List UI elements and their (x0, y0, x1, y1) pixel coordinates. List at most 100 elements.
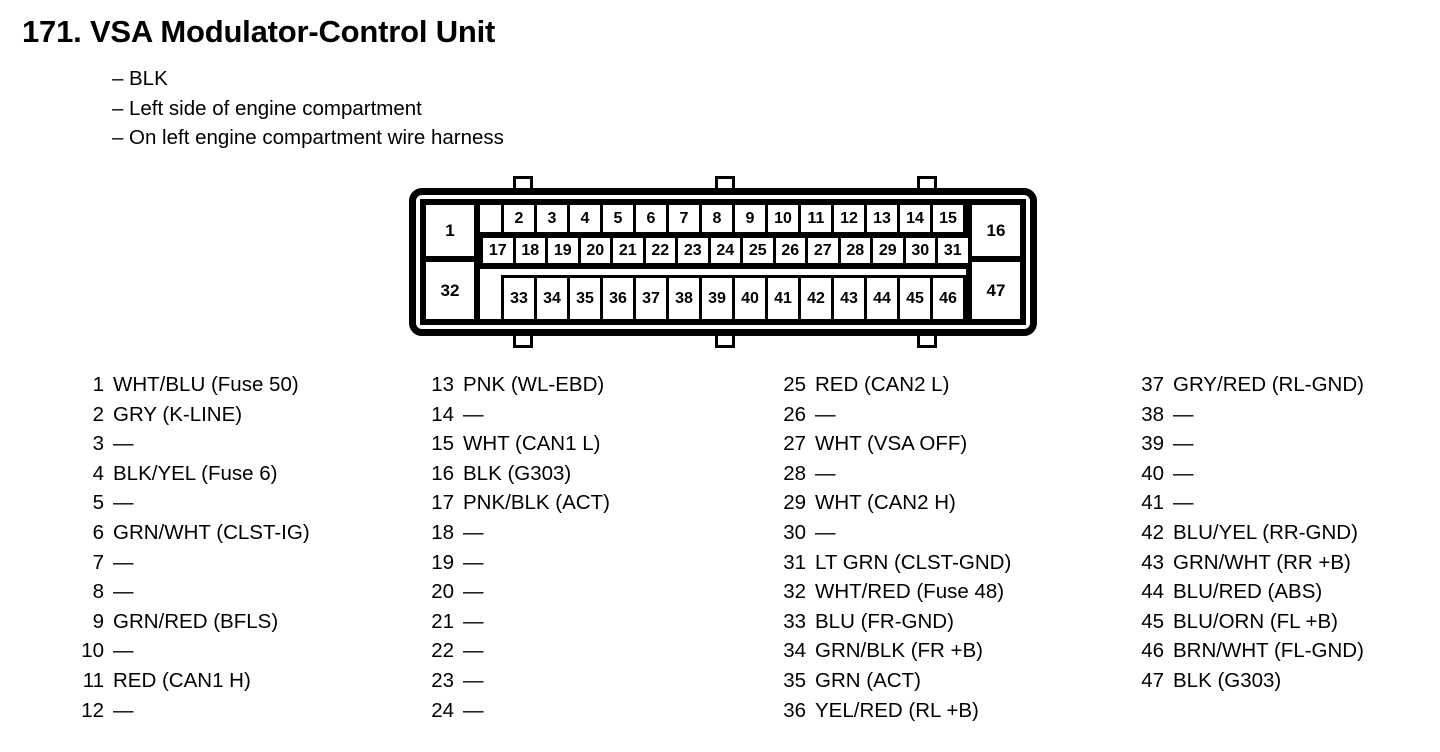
pin-list-item: 41 — (1138, 488, 1364, 518)
pin-list-item: 2 GRY (K-LINE) (78, 400, 310, 430)
connector-pin-20: 20 (577, 235, 613, 266)
connector-pin-5: 5 (600, 202, 636, 235)
spec-bullet-label: Left side of engine compartment (129, 96, 422, 120)
spec-bullet-list: –BLK–Left side of engine compartment–On … (112, 64, 504, 153)
pin-description: PNK/BLK (ACT) (463, 491, 610, 515)
pin-list-item: 15 WHT (CAN1 L) (428, 429, 610, 459)
pin-number: 14 (431, 402, 454, 426)
pin-description: — (1173, 432, 1194, 456)
pin-number: 42 (1141, 520, 1164, 544)
pin-description: GRY (K-LINE) (113, 402, 243, 426)
pin-number: 45 (1141, 609, 1164, 633)
pin-description: — (113, 698, 134, 722)
pin-list-item: 45 BLU/ORN (FL +B) (1138, 607, 1364, 637)
connector-pin-18: 18 (512, 235, 548, 266)
pin-number: 1 (92, 373, 104, 396)
pin-number: 41 (1141, 491, 1164, 515)
pin-description: LT GRN (CLST-GND) (815, 550, 1012, 574)
pin-number: 47 (1141, 668, 1164, 692)
connector-pin-10: 10 (765, 202, 801, 235)
pin-number: 34 (783, 639, 806, 663)
pin-description: GRN/WHT (CLST-IG) (113, 520, 310, 544)
pin-description: RED (CAN2 L) (815, 373, 950, 396)
spec-bullet-label: BLK (129, 67, 168, 90)
connector-pin-24: 24 (707, 235, 743, 266)
pin-description: — (463, 520, 484, 544)
connector-pin-23: 23 (675, 235, 711, 266)
pin-number: 3 (92, 432, 104, 456)
spec-bullet: –BLK (112, 64, 504, 94)
pin-number: 24 (431, 698, 454, 722)
pin-description: WHT (CAN1 L) (463, 432, 601, 456)
pin-number: 40 (1141, 461, 1164, 485)
pin-list-item: 22— (428, 636, 610, 666)
pin-description: BLK (G303) (1173, 668, 1282, 692)
pin-list-item: 20— (428, 577, 610, 607)
pin-number: 12 (81, 698, 104, 722)
pin-description: — (463, 698, 484, 722)
connector-pin-33: 33 (501, 275, 537, 322)
pin-number: 33 (783, 609, 806, 633)
connector-pin-26: 26 (772, 235, 808, 266)
connector-pin-41: 41 (765, 275, 801, 322)
pin-description: — (113, 639, 134, 663)
pin-description: — (113, 580, 134, 604)
pin-list-item: 24 — (428, 696, 610, 726)
pin-list-item: 3— (78, 429, 310, 459)
connector-pin-25: 25 (740, 235, 776, 266)
pin-number: 9 (92, 609, 104, 633)
pin-number: 19 (431, 550, 454, 574)
pin-description: GRY/RED (RL-GND) (1173, 373, 1364, 396)
pin-description: — (463, 609, 484, 633)
pin-description: WHT/RED (Fuse 48) (815, 580, 1005, 604)
pin-description: GRN (ACT) (815, 668, 921, 692)
pin-list-item: 40— (1138, 459, 1364, 489)
pin-description: — (1173, 402, 1194, 426)
pin-number: 2 (92, 402, 104, 426)
connector-pin-22: 22 (642, 235, 678, 266)
connector-pin-44: 44 (864, 275, 900, 322)
pin-description: — (113, 550, 134, 574)
pin-number: 37 (1141, 373, 1164, 396)
spec-bullet: –On left engine compartment wire harness (112, 123, 504, 153)
pin-list-item: 23— (428, 666, 610, 696)
connector-tab-bottom (917, 332, 937, 348)
pin-description: BLK/YEL (Fuse 6) (113, 461, 278, 485)
pin-description: PNK (WL-EBD) (463, 373, 605, 396)
pin-number: 18 (431, 520, 454, 544)
pin-number: 16 (431, 461, 454, 485)
pin-description: — (1173, 491, 1194, 515)
pin-number: 4 (92, 461, 104, 485)
pin-number: 15 (431, 432, 454, 456)
bullet-dash-icon: – (112, 67, 124, 90)
spec-bullet-label: On left engine compartment wire harness (129, 126, 504, 149)
page-title: 171. VSA Modulator-Control Unit (22, 14, 496, 49)
pin-number: 23 (431, 668, 454, 692)
bullet-dash-icon: – (112, 96, 124, 120)
connector-pin-14: 14 (897, 202, 933, 235)
pin-number: 5 (92, 491, 104, 515)
pin-description: YEL/RED (RL +B) (815, 698, 979, 722)
pin-number: 22 (431, 639, 454, 663)
connector-pin-6: 6 (633, 202, 669, 235)
spec-bullet: –Left side of engine compartment (112, 94, 504, 124)
bullet-dash-icon: – (112, 126, 124, 149)
pin-list-item: 37 GRY/RED (RL-GND) (1138, 370, 1364, 400)
pin-description: BLU/YEL (RR-GND) (1173, 520, 1358, 544)
connector-pin-7: 7 (666, 202, 702, 235)
pin-description: BLU/ORN (FL +B) (1173, 609, 1338, 633)
pin-list-item: 14— (428, 400, 610, 430)
connector-pin-16: 16 (969, 202, 1023, 259)
